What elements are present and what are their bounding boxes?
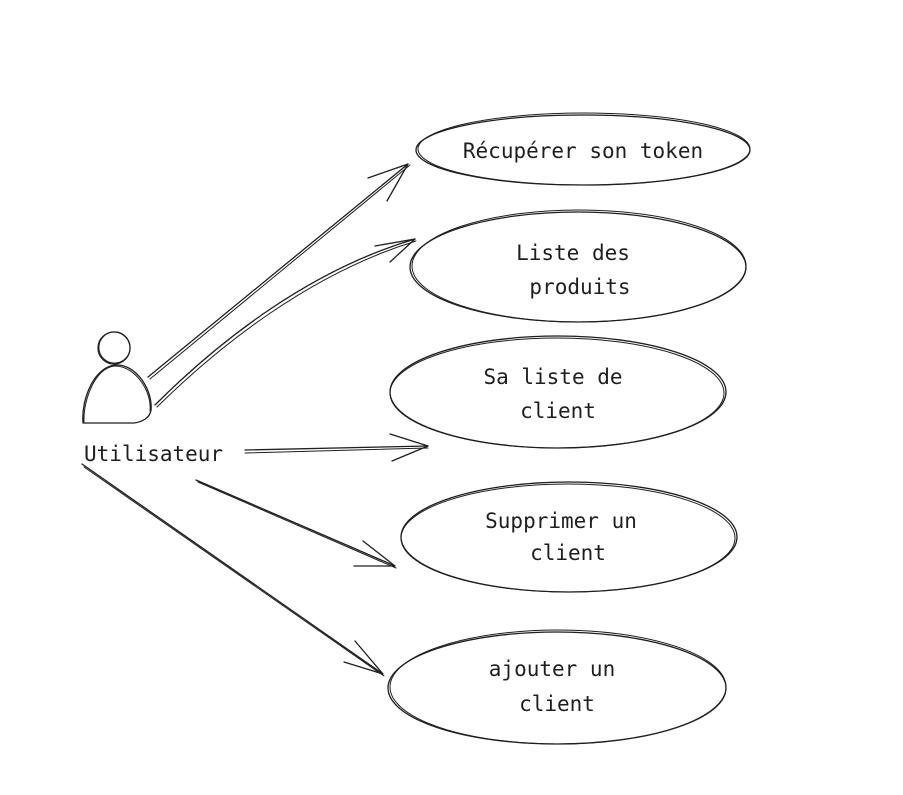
use-case-label: Récupérer son token xyxy=(463,139,703,163)
actor-figure xyxy=(82,331,152,424)
arrow-to-recuperer-token xyxy=(147,163,411,380)
arrow-to-liste-client xyxy=(244,433,429,462)
arrow-to-liste-produits xyxy=(154,238,417,408)
use-case-supprimer-client: Supprimer un client xyxy=(400,481,738,593)
arrow-to-ajouter-client xyxy=(81,463,385,677)
actor-name: Utilisateur xyxy=(84,442,223,466)
use-case-label-line1: Supprimer un xyxy=(485,509,637,533)
use-case-liste-client: Sa liste de client xyxy=(389,335,727,449)
use-case-label-line2: client xyxy=(520,399,596,423)
use-case-ajouter-client: ajouter un client xyxy=(387,629,727,745)
use-case-liste-produits: Liste des produits xyxy=(409,209,747,323)
use-case-label-line2: produits xyxy=(529,275,630,299)
use-case-label-line2: client xyxy=(519,692,595,716)
actor-body xyxy=(82,364,152,424)
use-case-label-line1: ajouter un xyxy=(489,657,615,681)
use-case-label-line2: client xyxy=(530,541,606,565)
use-case-label-line1: Sa liste de xyxy=(483,365,622,389)
use-case-recuperer-token: Récupérer son token xyxy=(415,112,751,186)
arrow-to-supprimer-client xyxy=(195,479,397,569)
use-case-label-line1: Liste des xyxy=(516,241,630,265)
